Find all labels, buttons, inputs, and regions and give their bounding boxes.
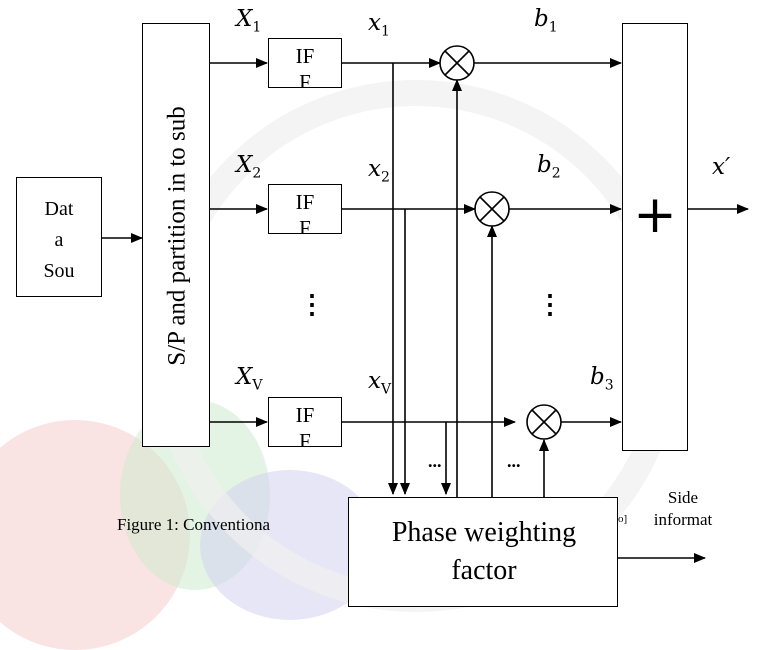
vertical-ellipsis-left: ⋮ [299,290,325,319]
input-label-x1: X1 [236,6,262,36]
output-label-x-prime: x′ [712,154,731,180]
sp-partition-block: S/P and partition in to sub [142,23,210,447]
side-information-label: Side informat [653,488,713,529]
multiplier-v [526,404,562,440]
vertical-ellipsis-right: ⋮ [537,290,563,319]
weight-label-b3: b3 [590,364,614,394]
phase-weighting-block: Phase weighting factor [348,497,618,607]
output-label-x1: x1 [368,10,390,40]
adder-plus-symbol: + [633,185,677,245]
phase-weighting-label: Phase weighting factor [391,517,577,586]
input-label-xv: XV [236,364,263,394]
multiplier-1 [439,45,475,81]
ifft-block-1: IF F [268,38,342,88]
figure-canvas: Dat a Sou S/P and partition in to sub IF… [0,6,749,650]
data-source-block: Dat a Sou [16,177,102,297]
ifft-block-2: IF F [268,184,342,234]
input-label-x2: X2 [236,152,262,182]
sp-partition-label: S/P and partition in to sub [163,106,191,366]
weight-label-b2: b2 [537,152,561,182]
figure-caption: Figure 1: Conventiona [117,515,270,534]
multiplier-2 [474,191,510,227]
weight-label-b1: b1 [534,6,558,36]
figure-caption-tail: o] [618,513,628,525]
signal-wires [101,45,749,563]
horizontal-ellipsis-weights: ... [507,451,521,471]
adder-block: + [622,23,688,451]
output-label-xv: xV [368,368,392,398]
horizontal-ellipsis-taps: ... [428,451,442,471]
output-label-x2: x2 [368,156,390,186]
data-source-line-2: a [54,229,64,251]
data-source-line-3: Sou [43,260,75,282]
data-source-line-1: Dat [44,198,74,220]
ifft-block-v: IF F [268,397,342,447]
